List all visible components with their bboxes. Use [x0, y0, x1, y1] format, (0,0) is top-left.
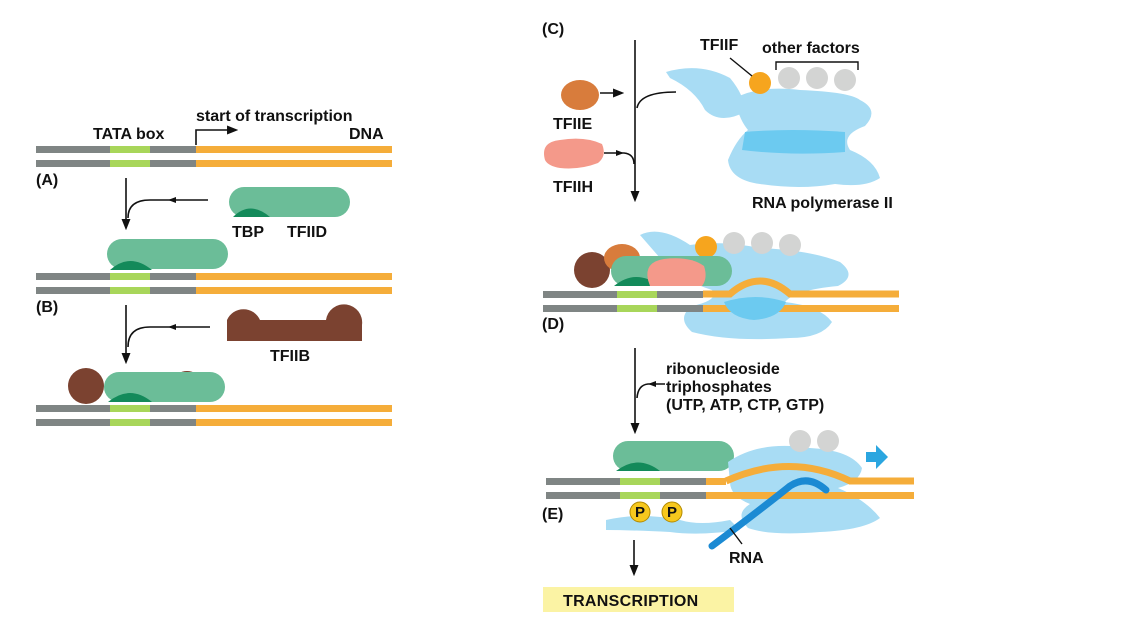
tata-box-region — [110, 287, 150, 294]
tata-box-region — [110, 273, 150, 280]
panel-label-e: (E) — [542, 506, 563, 523]
rna-pointer — [729, 527, 743, 545]
tfiid-label: TFIID — [287, 224, 327, 241]
tbp-protein — [108, 393, 152, 402]
tfiif-pointer — [729, 57, 753, 77]
phosphate-icon — [629, 501, 651, 523]
other-factor — [779, 234, 801, 256]
dna-strand-orange — [703, 305, 899, 312]
tbp-protein — [110, 261, 152, 270]
transcription-label: TRANSCRIPTION — [563, 593, 698, 610]
dna-strand-orange — [703, 277, 899, 298]
other-factors-label: other factors — [762, 40, 860, 57]
join-arrow — [604, 152, 635, 165]
dna-strand-orange — [196, 160, 392, 167]
tfiib-protein — [227, 304, 363, 341]
step-d-to-e: ribonucleoside triphosphates (UTP, ATP, … — [630, 348, 824, 435]
phosphate-icon — [661, 501, 683, 523]
ntp-label-line2: triphosphates — [666, 379, 772, 396]
tfiif-protein — [695, 236, 717, 258]
tfiif-label: TFIIF — [700, 37, 738, 54]
rna-polymerase-ii — [666, 68, 880, 187]
rna-polymerase-ii-label: RNA polymerase II — [752, 195, 893, 212]
other-factor — [751, 232, 773, 254]
tfiih-protein — [544, 138, 604, 169]
step-e: P P (E) RNA TRANSCRIPTION — [542, 430, 914, 612]
join-arrow-head — [168, 197, 176, 203]
join-arrow — [127, 199, 208, 219]
join-arrow-head — [616, 150, 624, 156]
tfiif-protein — [749, 72, 771, 94]
other-factor — [817, 430, 839, 452]
tfiie-protein — [561, 80, 599, 110]
tbp-protein — [233, 208, 270, 217]
step-b: (B) — [36, 239, 392, 316]
start-site-arrow — [195, 125, 239, 145]
tfiie-label: TFIIE — [553, 116, 592, 133]
other-factors-bracket — [775, 61, 859, 70]
tfiid-protein — [229, 187, 350, 217]
start-of-transcription-label: start of transcription — [196, 108, 352, 125]
join-arrow — [636, 91, 677, 109]
rna-label: RNA — [729, 550, 764, 567]
tata-box-region — [617, 305, 657, 312]
tata-box-region — [110, 419, 150, 426]
rna-transcript — [708, 477, 830, 550]
tfiib-label: TFIIB — [270, 348, 310, 365]
tbp-protein — [616, 462, 660, 471]
other-factor — [789, 430, 811, 452]
ntp-label-line3: (UTP, ATP, CTP, GTP) — [666, 397, 824, 414]
panel-label-d: (D) — [542, 316, 564, 333]
tata-box-region — [110, 160, 150, 167]
step-d: (D) — [542, 231, 899, 340]
dna-label: DNA — [349, 126, 384, 143]
tfiih-label: TFIIH — [553, 179, 593, 196]
join-arrow — [636, 383, 665, 399]
other-factor — [778, 67, 800, 89]
dna-strand-orange — [196, 146, 392, 153]
dna-strand-orange — [196, 287, 392, 294]
tata-box-label: TATA box — [93, 126, 164, 143]
dna-strand-orange — [196, 273, 392, 280]
step-c: (C) TFIIE TFIIH TFIIF other factors RNA … — [542, 21, 893, 212]
join-arrow-head — [648, 381, 656, 387]
tfiid-protein — [107, 239, 228, 269]
step-a-to-b: TBP TFIID — [121, 178, 350, 241]
tata-box-region — [110, 146, 150, 153]
dna-strand-orange — [706, 492, 914, 499]
direction-arrow — [866, 445, 888, 469]
tbp-label: TBP — [232, 224, 264, 241]
tata-box-region — [110, 405, 150, 412]
phosphate-label: P — [635, 504, 645, 521]
tata-box-region — [620, 478, 660, 485]
panel-label-b: (B) — [36, 299, 58, 316]
tfiih-protein — [647, 258, 706, 286]
phosphate-label: P — [667, 504, 677, 521]
other-factor — [806, 67, 828, 89]
tbp-protein — [614, 277, 660, 286]
step-a: TATA box start of transcription DNA (A) — [36, 108, 392, 189]
tata-box-region — [617, 291, 657, 298]
panel-label-a: (A) — [36, 172, 58, 189]
join-arrow-head — [168, 324, 176, 330]
rna-polymerase-ii — [724, 297, 786, 320]
transcription-banner — [543, 587, 734, 612]
tfiib-protein — [574, 252, 610, 288]
join-arrow — [127, 326, 210, 348]
dna-strand-orange — [196, 419, 392, 426]
dna-strand-orange — [706, 478, 726, 485]
other-factor — [834, 69, 856, 91]
tfiib-protein — [68, 368, 104, 404]
dna-strand-orange — [196, 405, 392, 412]
tata-box-region — [620, 492, 660, 499]
dna-strand-orange — [724, 463, 914, 485]
step-b-to-next: TFIIB — [121, 304, 363, 365]
other-factor — [723, 232, 745, 254]
ntp-label-line1: ribonucleoside — [666, 361, 780, 378]
panel-label-c: (C) — [542, 21, 564, 38]
step-b2 — [36, 368, 392, 426]
